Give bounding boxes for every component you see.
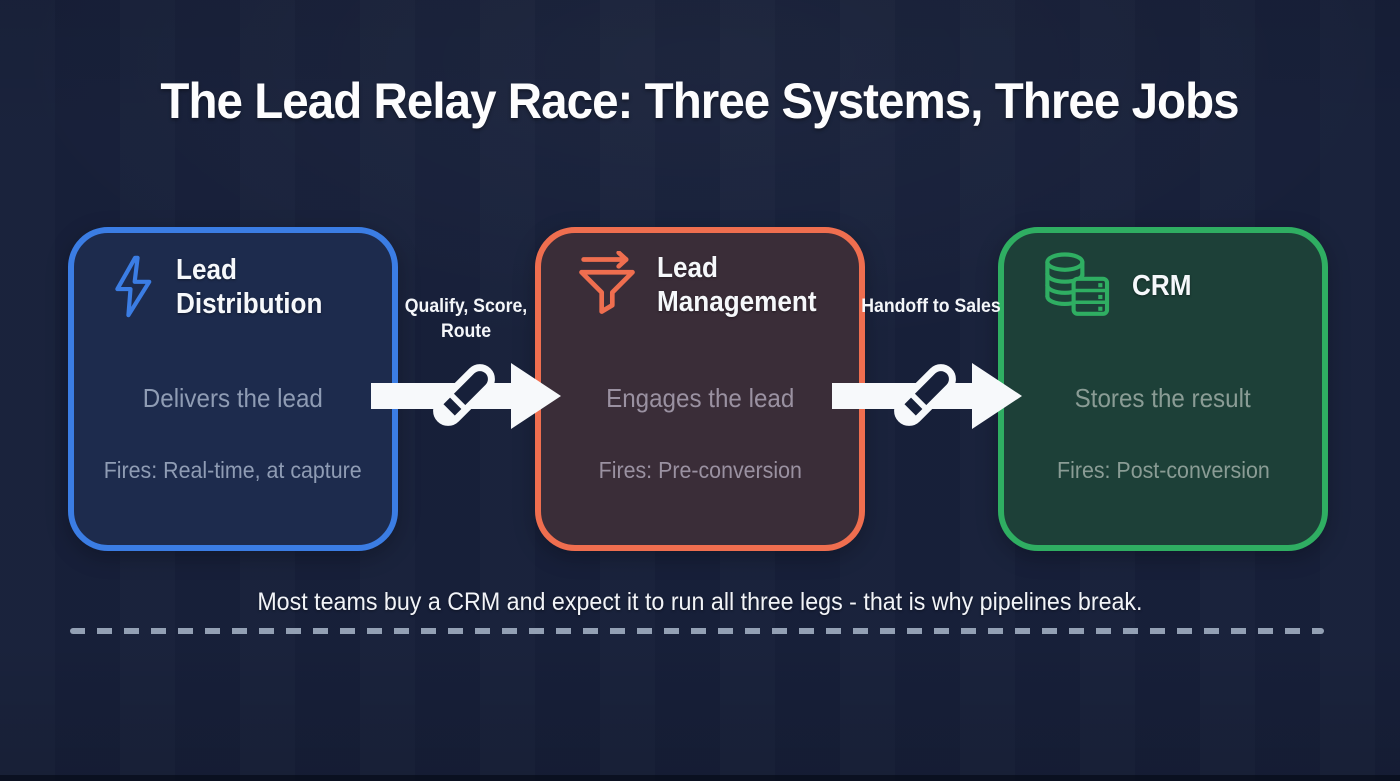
connector-label-text: Qualify, Score, Route [404, 296, 528, 342]
page-title: The Lead Relay Race: Three Systems, Thre… [0, 72, 1400, 130]
card-title: Lead Management [657, 252, 817, 318]
footnote: Most teams buy a CRM and expect it to ru… [0, 588, 1400, 617]
connector-label-handoff-to-sales: Handoff to Sales [851, 294, 1011, 319]
card-lead-distribution: Lead Distribution Delivers the lead Fire… [68, 227, 398, 551]
relay-arrow-icon [832, 363, 1022, 429]
card-fires-text: Fires: Post-conversion [1056, 457, 1270, 483]
card-head: CRM [1004, 233, 1322, 321]
card-subtitle: Stores the result [1004, 383, 1322, 414]
card-subtitle: Engages the lead [541, 383, 859, 414]
card-subtitle: Delivers the lead [74, 383, 392, 414]
card-fires-text: Fires: Real-time, at capture [104, 457, 362, 483]
card-fires-label: Fires: Post-conversion [1004, 457, 1322, 484]
card-subtitle-text: Delivers the lead [142, 383, 324, 413]
card-subtitle-text: Stores the result [1074, 383, 1252, 413]
card-title: CRM [1132, 270, 1192, 302]
connector-label-text: Handoff to Sales [861, 296, 1001, 317]
card-lead-management: Lead Management Engages the lead Fires: … [535, 227, 865, 551]
card-fires-label: Fires: Real-time, at capture [74, 457, 392, 484]
card-head: Lead Management [541, 233, 859, 319]
card-fires-label: Fires: Pre-conversion [541, 457, 859, 484]
card-head: Lead Distribution [74, 233, 392, 323]
database-server-icon [1045, 252, 1110, 316]
lightning-bolt-icon [115, 255, 152, 318]
card-crm: CRM Stores the result Fires: Post-conver… [998, 227, 1328, 551]
bottom-edge-strip [0, 775, 1400, 781]
relay-arrow-icon [371, 363, 561, 429]
funnel-arrow-icon [579, 251, 635, 314]
page-title-text: The Lead Relay Race: Three Systems, Thre… [160, 73, 1240, 129]
relay-baton-icon [894, 364, 956, 426]
card-subtitle-text: Engages the lead [605, 383, 795, 413]
footnote-text: Most teams buy a CRM and expect it to ru… [257, 588, 1143, 616]
card-fires-text: Fires: Pre-conversion [598, 457, 802, 483]
dashed-divider [70, 628, 1324, 634]
connector-label-qualify-score-route: Qualify, Score, Route [386, 294, 546, 344]
card-title: Lead Distribution [176, 254, 323, 320]
relay-baton-icon [433, 364, 495, 426]
